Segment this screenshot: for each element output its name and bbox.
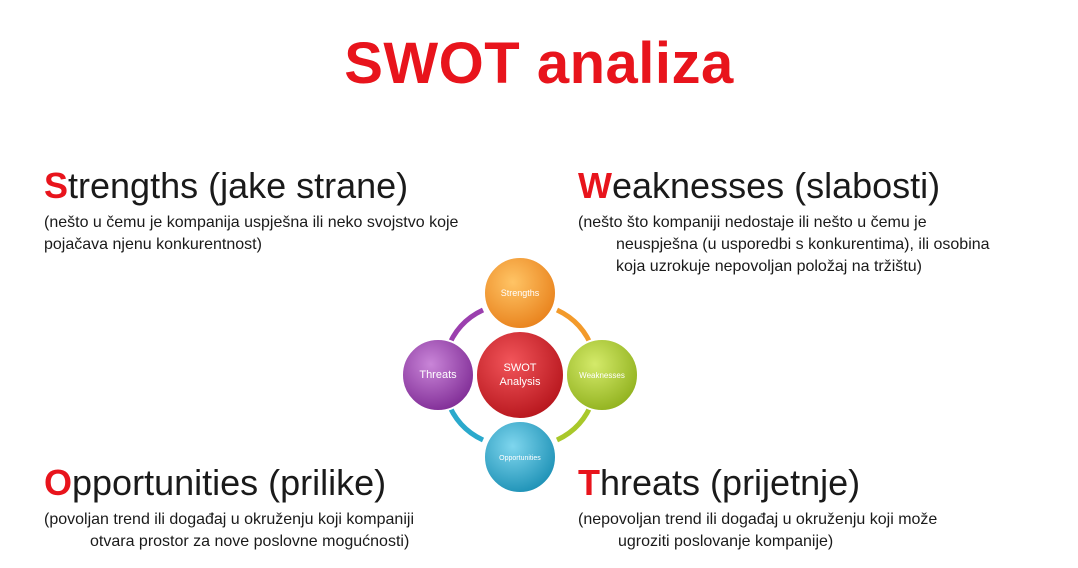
opportunities-desc-line: otvara prostor za nove poslovne mogućnos…	[90, 533, 410, 550]
strengths-section: Strengths (jake strane) (nešto u čemu je…	[44, 166, 458, 256]
strengths-heading-text: trengths (jake strane)	[68, 165, 409, 206]
opportunities-node	[483, 420, 557, 494]
strengths-initial: S	[44, 165, 69, 206]
page-title: SWOT analiza	[344, 31, 734, 96]
opportunities-node-label: Opportunities	[499, 455, 541, 462]
swot-center-node	[475, 330, 565, 420]
weaknesses-heading: Weaknesses (slabosti)	[578, 166, 990, 206]
swot-cycle-diagram: Strengths Weaknesses Opportunities Threa…	[401, 256, 639, 494]
opportunities-section: Opportunities (prilike) (povoljan trend …	[44, 463, 414, 553]
strengths-description: (nešto u čemu je kompanija uspješna ili …	[44, 212, 458, 256]
threats-initial: T	[578, 462, 600, 503]
weaknesses-node	[565, 338, 639, 412]
threats-heading-text: hreats (prijetnje)	[600, 462, 861, 503]
threats-desc-line: (nepovoljan trend ili događaj u okruženj…	[578, 511, 938, 528]
threats-section: Threats (prijetnje) (nepovoljan trend il…	[578, 463, 937, 553]
threats-desc-line: ugroziti poslovanje kompanije)	[618, 533, 834, 550]
center-label-line1: SWOT	[504, 362, 537, 374]
threats-node	[401, 338, 475, 412]
weaknesses-description: (nešto što kompaniji nedostaje ili nešto…	[578, 212, 990, 278]
opportunities-heading-text: pportunities (prilike)	[72, 462, 387, 503]
weaknesses-heading-text: eaknesses (slabosti)	[611, 165, 941, 206]
strengths-desc-line: pojačava njenu konkurentnost)	[44, 236, 262, 253]
weaknesses-section: Weaknesses (slabosti) (nešto što kompani…	[578, 166, 990, 278]
opportunities-heading: Opportunities (prilike)	[44, 463, 414, 503]
opportunities-desc-line: (povoljan trend ili događaj u okruženju …	[44, 511, 414, 528]
weaknesses-desc-line: neuspješna (u usporedbi s konkurentima),…	[616, 236, 990, 253]
strengths-heading: Strengths (jake strane)	[44, 166, 458, 206]
strengths-node	[483, 256, 557, 330]
threats-description: (nepovoljan trend ili događaj u okruženj…	[578, 509, 937, 553]
threats-node-label: Threats	[419, 369, 457, 381]
strengths-desc-line: (nešto u čemu je kompanija uspješna ili …	[44, 214, 459, 231]
opportunities-description: (povoljan trend ili događaj u okruženju …	[44, 509, 414, 553]
center-label-line2: Analysis	[500, 376, 541, 388]
opportunities-initial: O	[44, 462, 73, 503]
weaknesses-node-label: Weaknesses	[579, 371, 625, 380]
weaknesses-desc-line: koja uzrokuje nepovoljan položaj na trži…	[616, 258, 922, 275]
threats-heading: Threats (prijetnje)	[578, 463, 937, 503]
weaknesses-desc-line: (nešto što kompaniji nedostaje ili nešto…	[578, 214, 927, 231]
strengths-node-label: Strengths	[501, 288, 540, 298]
weaknesses-initial: W	[578, 165, 612, 206]
